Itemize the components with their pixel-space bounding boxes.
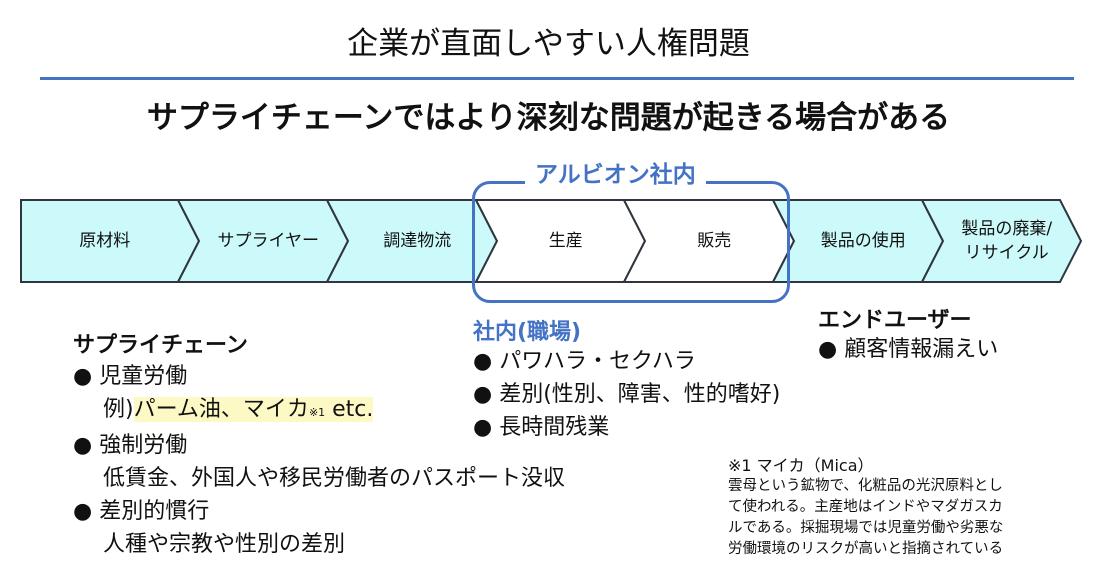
footnote-title: ※1 マイカ（Mica）: [728, 456, 874, 475]
supply-chain-list: ● 児童労働 例)パーム油、マイカ※1 etc. ● 強制労働 低賃金、外国人や…: [73, 360, 565, 561]
chain-stage-shape: [920, 199, 1083, 283]
list-item: ● 差別(性別、障害、性的嗜好): [473, 382, 781, 407]
issue-label: 児童労働: [99, 364, 188, 389]
issue-detail: 低賃金、外国人や移民労働者のパスポート没収: [103, 466, 566, 491]
item-text: パワハラ・セクハラ: [499, 349, 696, 374]
issue-label: 強制労働: [99, 433, 188, 458]
slide-title: 企業が直面しやすい人権問題: [347, 26, 750, 62]
footnote-line: て使われる。主産地はインドやマダガスカ: [728, 499, 1003, 515]
slide-subtitle: サプライチェーンではより深刻な問題が起きる場合がある: [146, 100, 951, 136]
chain-stage-label: 生産: [548, 231, 583, 251]
end-user-heading: エンドユーザー: [818, 308, 972, 333]
footnote-line: ルである。採掘現場では児童労働や劣悪な: [728, 520, 1004, 536]
supply-chain-heading: サプライチェーン: [73, 333, 248, 358]
footnote-line: 雲母という鉱物で、化粧品の光沢原料とし: [728, 478, 1003, 494]
issue-detail: 人種や宗教や性別の差別: [103, 532, 346, 557]
bullet: ●: [73, 433, 93, 458]
footnote: ※1 マイカ（Mica） 雲母という鉱物で、化粧品の光沢原料とし て使われる。主…: [728, 455, 1003, 560]
example-suffix: etc.: [325, 397, 374, 422]
issue-label: 差別的慣行: [99, 499, 210, 524]
footnote-ref: ※1: [308, 406, 326, 419]
item-text: 長時間残業: [499, 415, 610, 440]
inhouse-label: アルビオン社内: [525, 155, 706, 189]
supply-chain-section: サプライチェーン: [73, 327, 248, 359]
chain-stage-label: サプライヤー: [217, 231, 320, 251]
chain-stage-label: 原材料: [79, 231, 131, 251]
chain-stage-label: 販売: [697, 231, 732, 251]
list-item: ● 長時間残業: [473, 415, 610, 440]
example-text: パーム油、マイカ: [133, 397, 309, 422]
item-text: 差別(性別、障害、性的嗜好): [499, 382, 781, 407]
bullet: ●: [73, 364, 93, 389]
item-text: 顧客情報漏えい: [844, 337, 999, 362]
inhouse-bracket: [472, 181, 790, 303]
chain-stage-label: 調達物流: [383, 231, 452, 251]
footnote-line: 労働環境のリスクが高いと指摘されている: [728, 541, 1004, 557]
highlighted-example: パーム油、マイカ※1 etc.: [133, 397, 374, 422]
chain-stage-label: 製品の使用: [820, 231, 906, 251]
end-user-list: ● 顧客情報漏えい: [818, 333, 998, 366]
title-divider: [40, 77, 1074, 80]
bullet: ●: [73, 499, 93, 524]
inhouse-list: ● パワハラ・セクハラ ● 差別(性別、障害、性的嗜好) ● 長時間残業: [473, 345, 780, 444]
list-item: ● パワハラ・セクハラ: [473, 349, 696, 374]
chain-stage-label: 製品の廃棄/リサイクル: [961, 219, 1053, 263]
list-item: ● 顧客情報漏えい: [818, 337, 999, 362]
example-prefix: 例): [103, 397, 134, 422]
inhouse-heading: 社内(職場): [473, 320, 582, 345]
